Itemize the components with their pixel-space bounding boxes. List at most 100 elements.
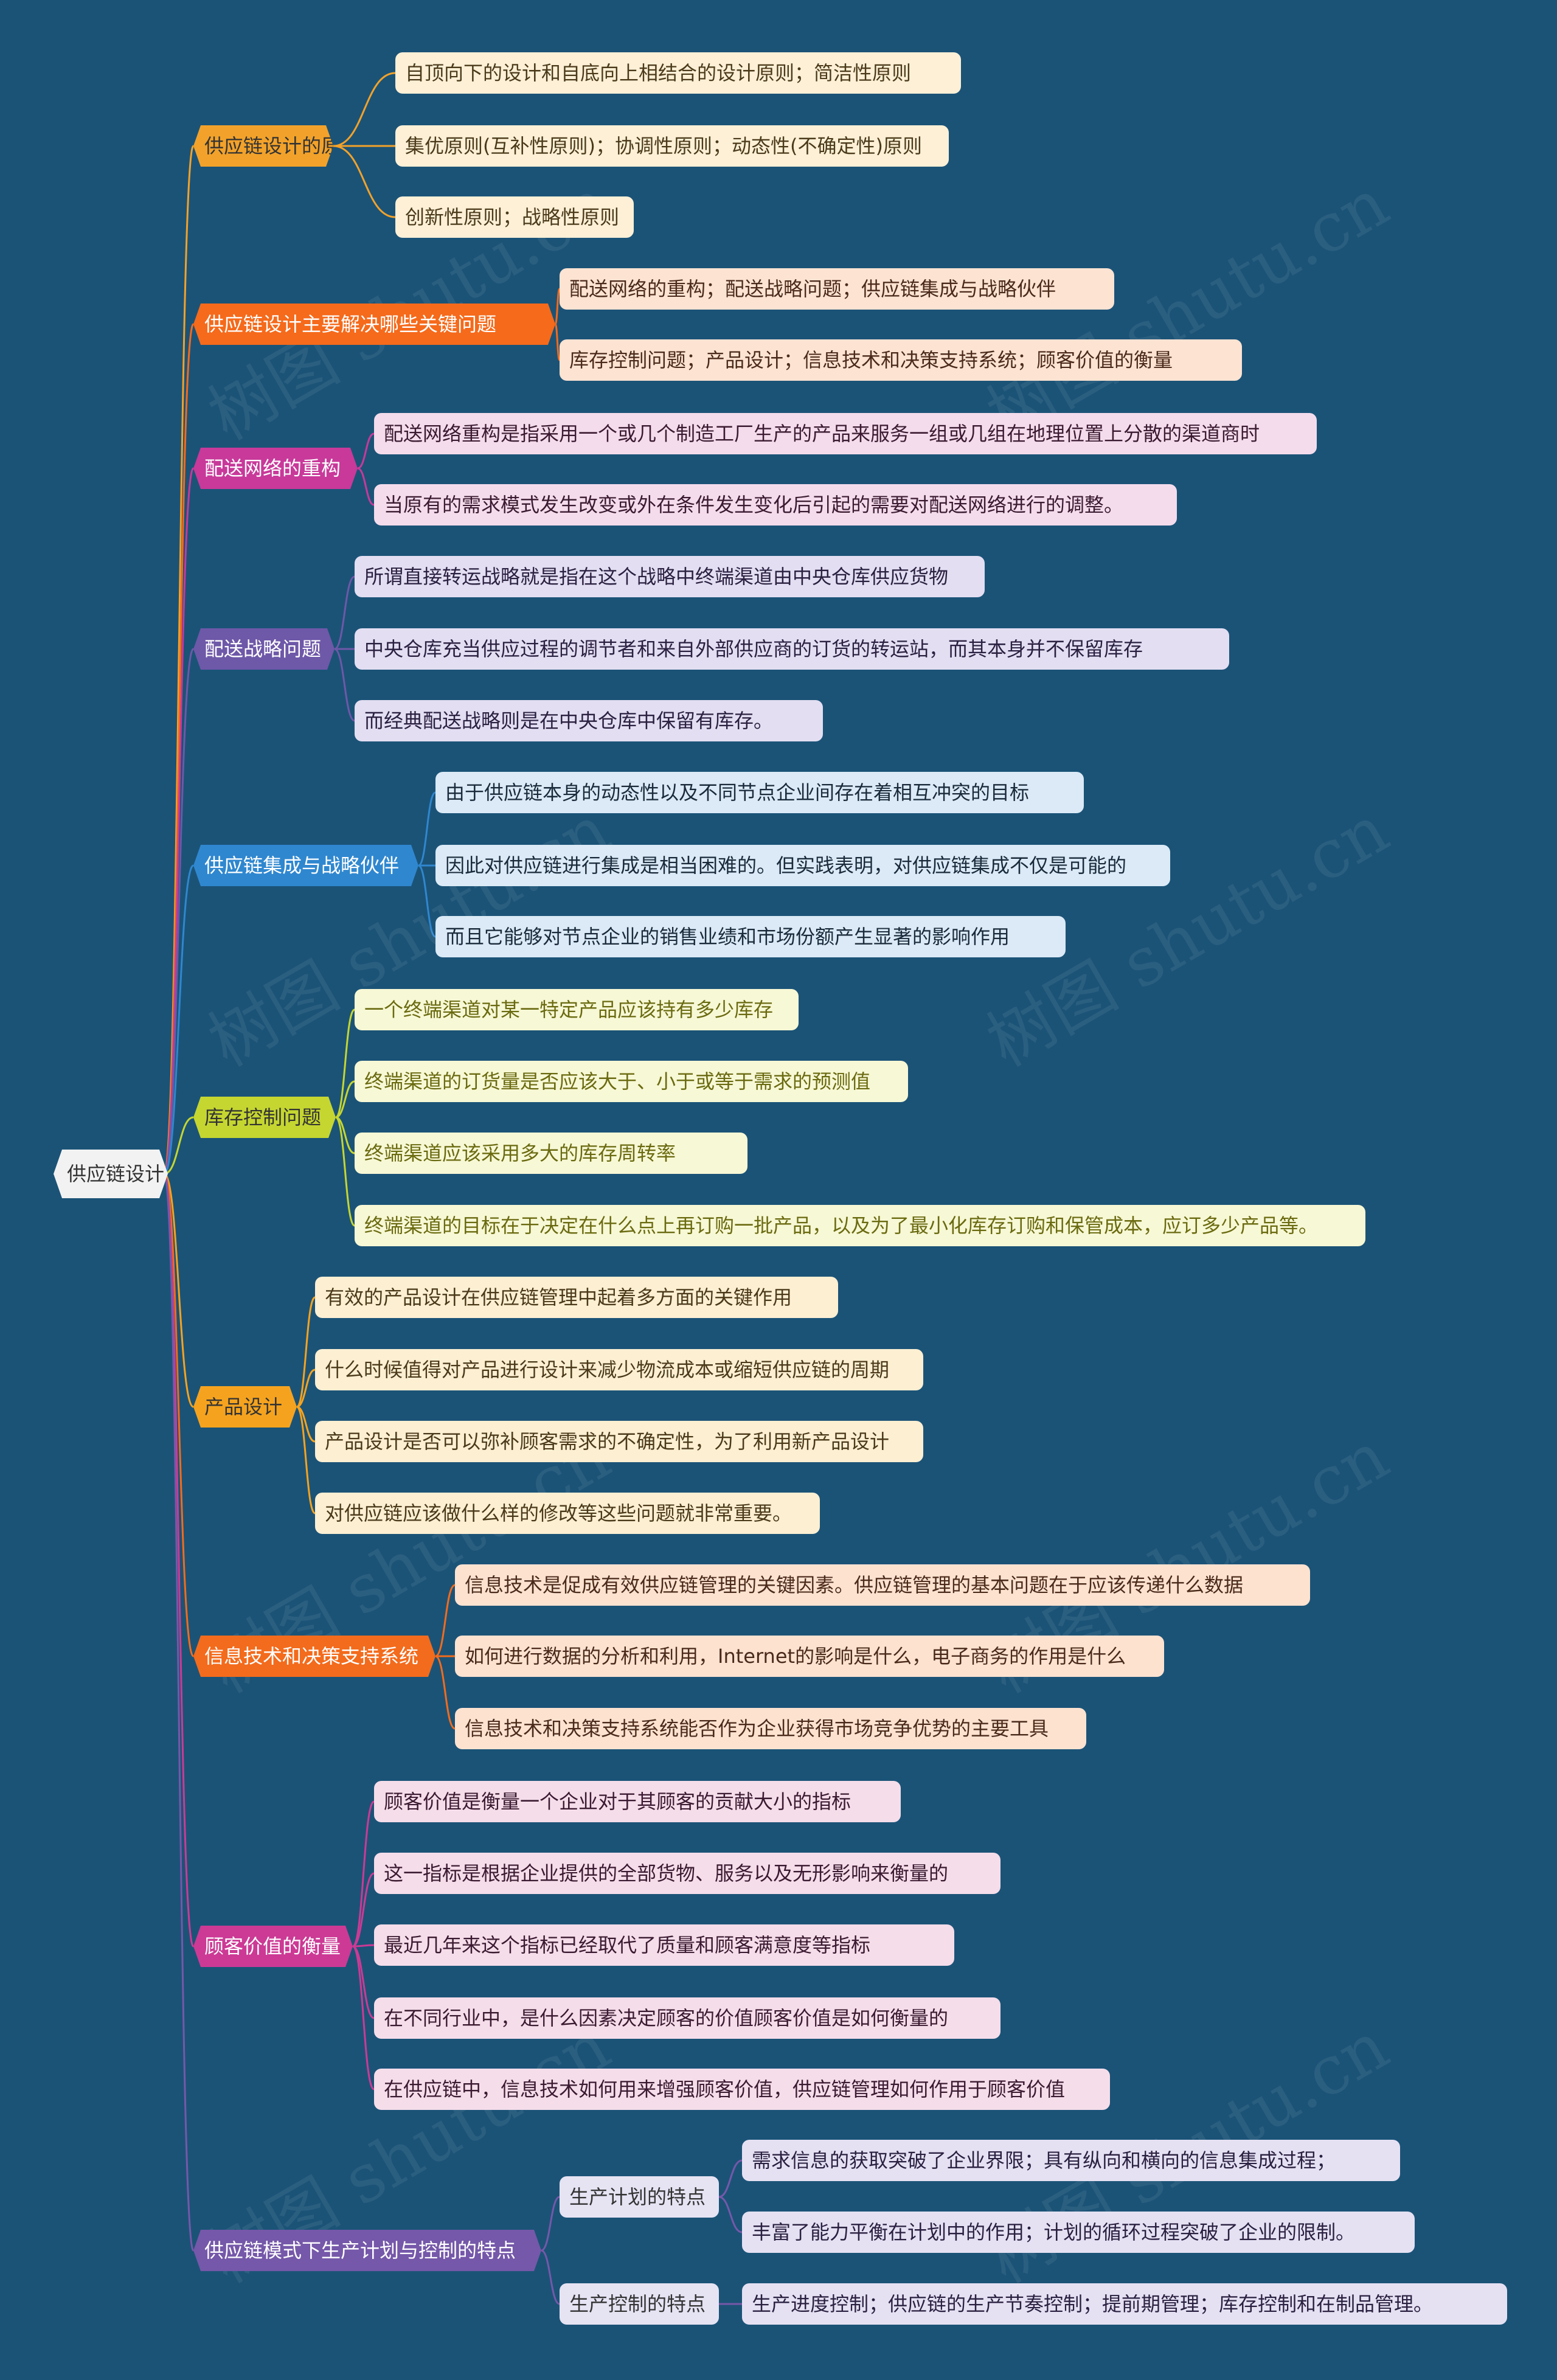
leaf-node-label: 配送网络的重构；配送战略问题；供应链集成与战略伙伴 — [569, 277, 1056, 300]
category-node-label: 供应链集成与战略伙伴 — [204, 854, 400, 877]
category-node[interactable]: 库存控制问题 — [193, 1097, 336, 1138]
leaf-node-label: 配送网络重构是指采用一个或几个制造工厂生产的产品来服务一组或几组在地理位置上分散… — [384, 422, 1260, 445]
leaf-node-label: 如何进行数据的分析和利用，Internet的影响是什么，电子商务的作用是什么 — [465, 1645, 1126, 1668]
leaf-node[interactable]: 需求信息的获取突破了企业界限；具有纵向和横向的信息集成过程； — [742, 2140, 1400, 2181]
connector-line — [164, 1116, 194, 1175]
leaf-node[interactable]: 产品设计是否可以弥补顾客需求的不确定性，为了利用新产品设计 — [315, 1421, 923, 1462]
category-node-label: 供应链设计主要解决哪些关键问题 — [204, 313, 497, 336]
leaf-node[interactable]: 终端渠道的订货量是否应该大于、小于或等于需求的预测值 — [355, 1061, 908, 1102]
leaf-node-label: 顾客价值是衡量一个企业对于其顾客的贡献大小的指标 — [384, 1790, 851, 1813]
subcategory-node[interactable]: 生产计划的特点 — [560, 2176, 719, 2218]
leaf-node-label: 最近几年来这个指标已经取代了质量和顾客满意度等指标 — [384, 1934, 871, 1957]
leaf-node-label: 终端渠道的目标在于决定在什么点上再订购一批产品，以及为了最小化库存订购和保管成本… — [364, 1214, 1319, 1237]
leaf-node[interactable]: 终端渠道的目标在于决定在什么点上再订购一批产品，以及为了最小化库存订购和保管成本… — [355, 1205, 1365, 1246]
leaf-node[interactable]: 而且它能够对节点企业的销售业绩和市场份额产生显著的影响作用 — [435, 916, 1066, 957]
category-node[interactable]: 供应链模式下生产计划与控制的特点 — [193, 2230, 541, 2271]
category-node[interactable]: 配送网络的重构 — [193, 448, 358, 489]
leaf-node-label: 创新性原则；战略性原则 — [405, 206, 620, 229]
connector-line — [718, 2196, 743, 2233]
leaf-node[interactable]: 在供应链中，信息技术如何用来增强顾客价值，供应链管理如何作用于顾客价值 — [374, 2069, 1110, 2110]
leaf-node-label: 产品设计是否可以弥补顾客需求的不确定性，为了利用新产品设计 — [325, 1430, 890, 1453]
category-node[interactable]: 供应链集成与战略伙伴 — [193, 845, 418, 886]
leaf-node[interactable]: 如何进行数据的分析和利用，Internet的影响是什么，电子商务的作用是什么 — [455, 1636, 1164, 1677]
leaf-node-label: 在不同行业中，是什么因素决定顾客的价值顾客价值是如何衡量的 — [384, 2007, 949, 2030]
leaf-node[interactable]: 在不同行业中，是什么因素决定顾客的价值顾客价值是如何衡量的 — [374, 1997, 1000, 2039]
connector-line — [296, 1369, 316, 1408]
category-node-label: 配送战略问题 — [204, 637, 322, 661]
leaf-node-label: 丰富了能力平衡在计划中的作用；计划的循环过程突破了企业的限制。 — [752, 2221, 1356, 2244]
leaf-node[interactable]: 而经典配送战略则是在中央仓库中保留有库存。 — [355, 700, 823, 741]
leaf-node[interactable]: 因此对供应链进行集成是相当困难的。但实践表明，对供应链集成不仅是可能的 — [435, 845, 1170, 886]
leaf-node-label: 由于供应链本身的动态性以及不同节点企业间存在着相互冲突的目标 — [445, 781, 1030, 804]
leaf-node[interactable]: 配送网络的重构；配送战略问题；供应链集成与战略伙伴 — [560, 268, 1114, 310]
leaf-node[interactable]: 由于供应链本身的动态性以及不同节点企业间存在着相互冲突的目标 — [435, 772, 1084, 813]
connector-line — [334, 575, 355, 650]
connector-line — [163, 323, 195, 1175]
leaf-node-label: 有效的产品设计在供应链管理中起着多方面的关键作用 — [325, 1286, 792, 1309]
leaf-node[interactable]: 当原有的需求模式发生改变或外在条件发生变化后引起的需要对配送网络进行的调整。 — [374, 484, 1177, 526]
leaf-node[interactable]: 库存控制问题；产品设计；信息技术和决策支持系统；顾客价值的衡量 — [560, 339, 1242, 381]
leaf-node[interactable]: 一个终端渠道对某一特定产品应该持有多少库存 — [355, 989, 799, 1030]
category-node[interactable]: 顾客价值的衡量 — [193, 1926, 353, 1967]
connector-line — [296, 1406, 316, 1443]
connector-line — [163, 864, 195, 1175]
leaf-node[interactable]: 信息技术和决策支持系统能否作为企业获得市场竞争优势的主要工具 — [455, 1708, 1086, 1749]
connector-line — [435, 1655, 456, 1730]
connector-line — [163, 1173, 195, 1657]
leaf-node[interactable]: 中央仓库充当供应过程的调节者和来自外部供应商的订货的转运站，而其本身并不保留库存 — [355, 628, 1229, 670]
leaf-node[interactable]: 集优原则(互补性原则)；协调性原则；动态性(不确定性)原则 — [395, 125, 949, 167]
leaf-node-label: 对供应链应该做什么样的修改等这些问题就非常重要。 — [325, 1502, 792, 1525]
subcategory-node[interactable]: 生产控制的特点 — [560, 2283, 719, 2325]
leaf-node[interactable]: 顾客价值是衡量一个企业对于其顾客的贡献大小的指标 — [374, 1781, 901, 1822]
leaf-node-label: 集优原则(互补性原则)；协调性原则；动态性(不确定性)原则 — [405, 134, 922, 158]
connector-line — [352, 1872, 375, 1948]
leaf-node[interactable]: 创新性原则；战略性原则 — [395, 196, 634, 238]
root-node[interactable]: 供应链设计 — [54, 1150, 168, 1198]
connector-line — [163, 467, 195, 1175]
connector-line — [357, 467, 375, 506]
leaf-node[interactable]: 最近几年来这个指标已经取代了质量和顾客满意度等指标 — [374, 1924, 954, 1966]
leaf-node[interactable]: 配送网络重构是指采用一个或几个制造工厂生产的产品来服务一组或几组在地理位置上分散… — [374, 413, 1317, 454]
connector-line — [163, 648, 195, 1175]
leaf-node[interactable]: 什么时候值得对产品进行设计来减少物流成本或缩短供应链的周期 — [315, 1349, 923, 1390]
leaf-node[interactable]: 自顶向下的设计和自底向上相结合的设计原则；简洁性原则 — [395, 52, 961, 94]
leaf-node[interactable]: 信息技术是促成有效供应链管理的关键因素。供应链管理的基本问题在于应该传递什么数据 — [455, 1564, 1310, 1606]
connector-line — [357, 432, 375, 470]
connector-line — [352, 1800, 375, 1948]
category-node-label: 供应链模式下生产计划与控制的特点 — [204, 2239, 516, 2262]
leaf-node[interactable]: 生产进度控制；供应链的生产节奏控制；提前期管理；库存控制和在制品管理。 — [742, 2283, 1507, 2325]
leaf-node[interactable]: 所谓直接转运战略就是指在这个战略中终端渠道由中央仓库供应货物 — [355, 556, 985, 597]
leaf-node-label: 中央仓库充当供应过程的调节者和来自外部供应商的订货的转运站，而其本身并不保留库存 — [364, 637, 1143, 661]
connector-line — [352, 1944, 375, 1948]
connector-line — [335, 1080, 355, 1119]
connector-line — [163, 1173, 195, 1408]
leaf-node[interactable]: 这一指标是根据企业提供的全部货物、服务以及无形影响来衡量的 — [374, 1853, 1000, 1894]
connector-line — [335, 1116, 355, 1154]
subcategory-node-label: 生产计划的特点 — [569, 2185, 706, 2208]
subcategory-node-label: 生产控制的特点 — [569, 2292, 706, 2316]
connector-line — [541, 2249, 560, 2305]
leaf-node-label: 需求信息的获取突破了企业界限；具有纵向和横向的信息集成过程； — [752, 2149, 1336, 2172]
leaf-node[interactable]: 有效的产品设计在供应链管理中起着多方面的关键作用 — [315, 1277, 838, 1318]
category-node-label: 信息技术和决策支持系统 — [204, 1645, 419, 1668]
leaf-node-label: 当原有的需求模式发生改变或外在条件发生变化后引起的需要对配送网络进行的调整。 — [384, 493, 1124, 516]
leaf-node-label: 终端渠道应该采用多大的库存周转率 — [364, 1142, 676, 1165]
category-node-label: 产品设计 — [204, 1395, 283, 1418]
leaf-node[interactable]: 丰富了能力平衡在计划中的作用；计划的循环过程突破了企业的限制。 — [742, 2212, 1415, 2253]
leaf-node-label: 自顶向下的设计和自底向上相结合的设计原则；简洁性原则 — [405, 61, 912, 85]
connector-line — [435, 1584, 456, 1657]
leaf-node-label: 而且它能够对节点企业的销售业绩和市场份额产生显著的影响作用 — [445, 925, 1010, 948]
category-node[interactable]: 信息技术和决策支持系统 — [193, 1636, 435, 1677]
category-node[interactable]: 产品设计 — [193, 1386, 297, 1428]
connector-line — [554, 323, 561, 361]
leaf-node-label: 因此对供应链进行集成是相当困难的。但实践表明，对供应链集成不仅是可能的 — [445, 854, 1127, 877]
leaf-node[interactable]: 终端渠道应该采用多大的库存周转率 — [355, 1133, 747, 1174]
category-node[interactable]: 供应链设计主要解决哪些关键问题 — [193, 304, 555, 345]
leaf-node[interactable]: 对供应链应该做什么样的修改等这些问题就非常重要。 — [315, 1493, 820, 1534]
connector-line — [554, 288, 561, 325]
category-node[interactable]: 供应链设计的原则 — [193, 125, 333, 167]
category-node[interactable]: 配送战略问题 — [193, 628, 335, 670]
connector-line — [333, 145, 396, 218]
root-node-label: 供应链设计 — [67, 1162, 165, 1185]
